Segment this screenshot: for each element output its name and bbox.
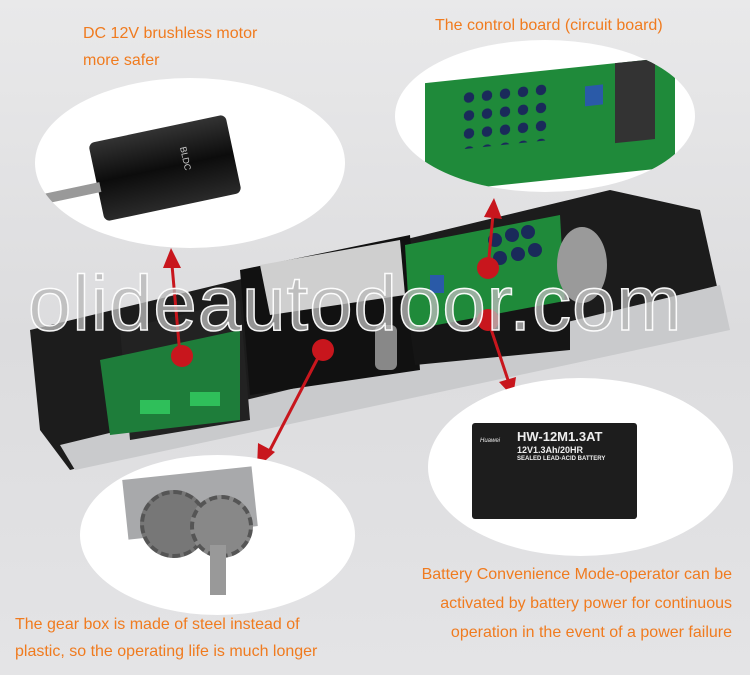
gearbox-callout [80,455,355,615]
caption-line: activated by battery power for continuou… [440,595,732,612]
battery-model: HW-12M1.3AT [517,429,603,444]
caption-line: more safer [83,52,160,69]
caption-line: DC 12V brushless motor [83,25,258,42]
battery-type: SEALED LEAD-ACID BATTERY [517,456,606,462]
motor-caption: DC 12V brushless motor more safer [83,20,257,74]
control-board-callout [395,40,695,192]
gearbox-caption: The gear box is made of steel instead of… [15,611,317,665]
watermark: olideautodoor.com [27,258,683,348]
battery-caption: Battery Convenience Mode-operator can be… [422,560,732,647]
motor-shaft [42,182,102,204]
battery-rating: 12V1.3Ah/20HR [517,445,584,455]
motor-label: BLDC [178,145,193,172]
caption-line: The gear box is made of steel instead of [15,616,300,633]
caption-line: operation in the event of a power failur… [450,624,732,641]
motor-image: BLDC [88,114,242,222]
motor-callout: BLDC [35,78,345,248]
control-board-caption: The control board (circuit board) [435,17,663,34]
caption-line: Battery Convenience Mode-operator can be [421,566,732,583]
caption-line: plastic, so the operating life is much l… [15,643,318,660]
battery-image: Huawei HW-12M1.3AT 12V1.3Ah/20HR SEALED … [472,423,637,519]
circuit-board-image [425,56,675,192]
battery-brand: Huawei [480,438,501,444]
